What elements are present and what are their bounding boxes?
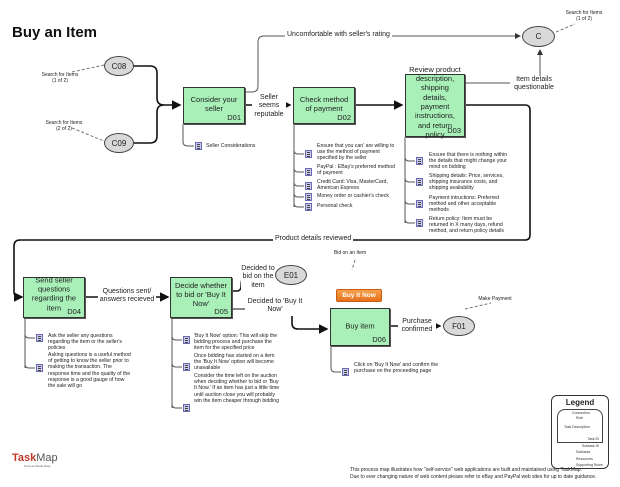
document-icon [416,200,423,208]
task-d05[interactable]: Decide whether to bid or 'Buy It Now' D0… [170,277,232,318]
document-icon [305,182,312,190]
connector-id: C09 [111,138,127,148]
logo-map: Map [36,452,58,464]
connector-id: C [535,32,542,41]
connector-id: E01 [283,270,299,280]
flow-label-buy-now: Decided to 'Buy It Now' [245,298,305,315]
subtask: Click on 'Buy It Now' and confirm the pu… [354,362,439,375]
connector-note: Search for Items (2 of 2) [45,120,83,132]
task-id: D06 [372,335,386,344]
document-icon [305,150,312,158]
flow-d03-d04 [13,104,531,302]
flow-label-bid: Decided to bid on the item [241,265,275,291]
subtask: Shipping details: Price, services, shipp… [429,173,504,192]
connector-e01[interactable]: E01 [275,265,307,285]
footer-line-1: This process map illustrates how "self-s… [350,467,582,473]
taskmap-logo: TaskMap Process Made Easy [12,452,58,468]
connector-c[interactable]: C [522,26,555,47]
connector-f01[interactable]: F01 [443,316,475,336]
document-icon [416,219,423,227]
subtask: Ask the seller any questions regarding t… [48,333,122,352]
legend-item: Task Description [564,425,590,429]
subtask: Money order or cashier's check [317,193,389,199]
legend-item: Supporting Rules [576,463,603,467]
flow-label-questionable: Item details questionable [510,76,558,93]
connector-note: Search for Items (1 of 2) [565,10,603,22]
task-id: D03 [447,126,461,135]
legend-item: Role [576,416,584,420]
subtask: Asking questions is a useful method of g… [48,352,131,390]
flow-label-questions-sent: Questions sent/ answers recieved [98,288,156,305]
flow-d01-c [245,33,521,93]
document-icon [305,193,312,201]
task-label: Consider your seller [190,94,238,113]
footer-line-2: Due to ever changing nature of web conte… [350,473,597,480]
subtask: Ensure that there is nothing within the … [429,152,508,171]
connector-note: Search for Items (1 of 2) [41,72,79,84]
task-label: Decide whether to bid or 'Buy It Now' [174,280,228,309]
task-label: Buy item [345,321,375,331]
subtask: Return policy: Item must be returned in … [429,216,504,235]
task-d06[interactable]: Buy item D06 [330,308,390,346]
legend-item: Connection [572,411,590,415]
document-icon [416,178,423,186]
task-d02[interactable]: Check method of payment D02 [293,87,355,124]
task-label: Check method of payment [299,94,349,113]
subtask: Consider the time left on the auction wh… [194,373,280,404]
legend-item: Subtask ID [582,444,600,448]
legend-item: Subtasks [576,450,591,454]
buy-it-now-button[interactable]: Buy It Now [336,289,382,302]
flow-label-reviewed: Product details reviewed [273,235,354,244]
legend-title: Legend [565,398,595,407]
document-icon [36,334,43,342]
task-d01[interactable]: Consider your seller D01 [183,87,245,124]
connector-id: F01 [452,321,466,331]
document-icon [342,368,349,376]
connector-id: C08 [111,61,127,71]
document-icon [195,142,202,150]
task-label: Review product description, shipping det… [409,64,461,139]
footer-note: This process map illustrates how "self-s… [350,467,596,481]
task-d03[interactable]: Review product description, shipping det… [405,64,465,139]
document-icon [183,363,190,371]
subtask: Ensure that you can' are willing to use … [317,143,395,162]
subtask: Once bidding has started on a item the '… [194,353,275,372]
flow-c09-d01 [133,104,165,144]
subtask: Payment intructions: Preferred method an… [429,195,500,214]
document-icon [305,168,312,176]
task-id: D05 [214,307,228,316]
connector-c08[interactable]: C08 [104,56,134,76]
flow-label-uncomfortable: Uncomfortable with seller's rating [285,31,392,40]
legend-item: Task ID [587,437,599,441]
subtask: Personal check [317,203,353,209]
legend: Legend Connection Role Task Description … [551,395,609,469]
connector-c09[interactable]: C09 [104,133,134,153]
legend-task-box: Connection Role Task Description Task ID [557,409,603,443]
flow-c08-d01 [133,65,182,110]
task-d04[interactable]: Send seller questions regarding the item… [23,275,85,318]
document-icon [416,157,423,165]
subtask: 'Buy It Now' option: This will skip the … [194,333,278,352]
task-id: D01 [227,113,241,122]
subtask: Seller Considerations [206,143,256,149]
logo-task: Task [12,452,37,464]
flow-label-purchase: Purchase confirmed [398,318,436,335]
task-id: D02 [337,113,351,122]
logo-tagline: Process Made Easy [24,464,51,468]
page-title: Buy an Item [12,24,98,41]
document-icon [183,336,190,344]
task-id: D04 [67,307,81,316]
document-icon [305,203,312,211]
document-icon [36,364,43,372]
subtask: Credit Card: Visa, MasterCard, American … [317,179,388,192]
task-label: Send seller questions regarding the item [31,275,77,313]
connector-note: Bid on an Item [333,250,367,256]
document-icon [183,404,190,412]
connector-note: Make Payment [478,296,512,302]
legend-item: Resources [576,457,593,461]
flow-label-reputable: Seller seems reputable [252,94,286,120]
subtask: PayPal : EBay's preferred method of paym… [317,164,395,177]
